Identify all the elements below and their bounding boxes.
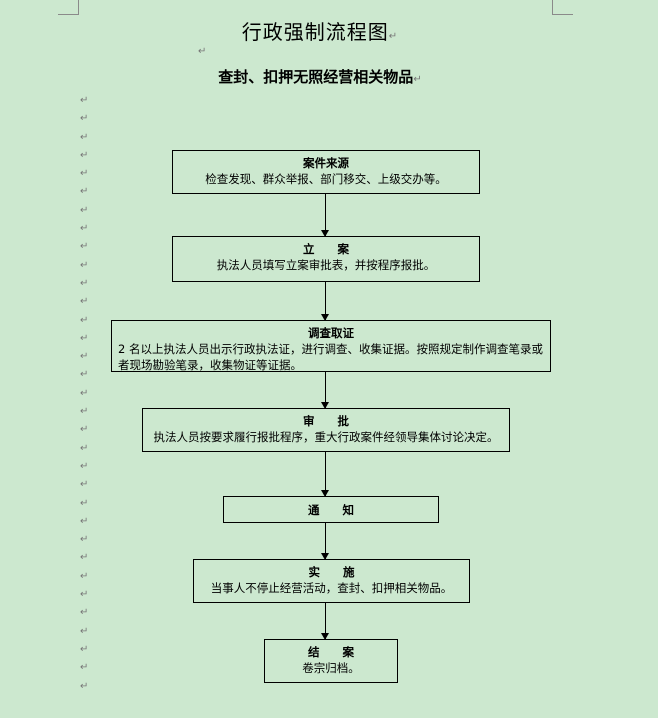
paragraph-mark-icon: ↵	[80, 497, 89, 509]
flow-step-register: 立 案 执法人员填写立案审批表，并按程序报批。	[172, 236, 480, 282]
paragraph-mark-icon: ↵	[80, 168, 89, 180]
flow-step-implement: 实 施 当事人不停止经营活动，查封、扣押相关物品。	[193, 559, 470, 603]
paragraph-mark-icon: ↵	[80, 460, 89, 472]
page-corner-top-right	[552, 0, 573, 15]
paragraph-mark-icon: ↵	[80, 424, 89, 436]
paragraph-mark-icon: ↵	[80, 387, 89, 399]
paragraph-mark-icon: ↵	[80, 643, 89, 655]
paragraph-mark-icon: ↵	[80, 314, 89, 326]
flow-step-close-case: 结 案 卷宗归档。	[264, 639, 398, 683]
page-corner-top-left	[58, 0, 79, 15]
paragraph-mark-icon: ↵	[80, 277, 89, 289]
paragraph-mark-icon: ↵	[80, 515, 89, 527]
paragraph-mark-icon: ↵	[80, 406, 89, 418]
paragraph-mark-icon: ↵	[80, 589, 89, 601]
paragraph-mark-icon: ↵	[80, 131, 89, 143]
paragraph-mark-icon: ↵	[80, 113, 89, 125]
document-title: 行政强制流程图↵	[241, 20, 399, 44]
flow-step-notify: 通 知	[223, 496, 439, 523]
paragraph-mark-icon: ↵	[80, 296, 89, 308]
paragraph-mark-icon: ↵	[80, 259, 89, 271]
paragraph-mark-icon: ↵	[80, 332, 89, 344]
paragraph-mark-icon: ↵	[80, 223, 89, 235]
paragraph-mark-icon: ↵	[80, 662, 89, 674]
flow-step-approval: 审 批 执法人员按要求履行报批程序，重大行政案件经领导集体讨论决定。	[142, 408, 510, 452]
flow-arrow	[321, 523, 329, 560]
paragraph-mark-icon: ↵	[80, 607, 89, 619]
paragraph-mark-icon: ↵	[198, 46, 207, 57]
flow-arrow	[321, 372, 329, 409]
paragraph-mark-icon: ↵	[80, 442, 89, 454]
paragraph-mark-icon: ↵	[80, 680, 89, 692]
paragraph-mark-icon: ↵	[80, 241, 89, 253]
paragraph-mark-icon: ↵	[80, 186, 89, 198]
paragraph-mark-icon: ↵	[80, 351, 89, 363]
paragraph-mark-icon: ↵	[80, 204, 89, 216]
paragraph-mark-icon: ↵	[413, 74, 422, 85]
document-subtitle: 查封、扣押无照经营相关物品↵	[218, 68, 422, 86]
paragraph-mark-icon: ↵	[80, 369, 89, 381]
paragraph-mark-icon: ↵	[388, 31, 399, 42]
paragraph-mark-icon: ↵	[80, 625, 89, 637]
flow-arrow	[321, 282, 329, 321]
flow-arrow	[321, 603, 329, 640]
paragraph-mark-icon: ↵	[80, 552, 89, 564]
flow-arrow	[321, 452, 329, 497]
paragraph-mark-icon: ↵	[80, 534, 89, 546]
paragraph-mark-icon: ↵	[80, 149, 89, 161]
paragraph-mark-icon: ↵	[80, 479, 89, 491]
flow-step-case-source: 案件来源 检查发现、群众举报、部门移交、上级交办等。	[172, 150, 480, 194]
paragraph-marks-column: ↵ ↵ ↵ ↵ ↵ ↵ ↵ ↵ ↵ ↵ ↵ ↵ ↵ ↵ ↵ ↵ ↵ ↵ ↵ ↵ ↵ ↵ ↵ ↵ ↵ ↵ ↵ ↵ ↵ ↵ ↵ ↵ ↵	[80, 92, 90, 696]
flow-arrow	[321, 194, 329, 237]
flow-step-investigation: 调查取证 2 名以上执法人员出示行政执法证，进行调查、收集证据。按照规定制作调查…	[111, 320, 551, 372]
paragraph-mark-icon: ↵	[80, 570, 89, 582]
paragraph-mark-icon: ↵	[80, 95, 89, 106]
